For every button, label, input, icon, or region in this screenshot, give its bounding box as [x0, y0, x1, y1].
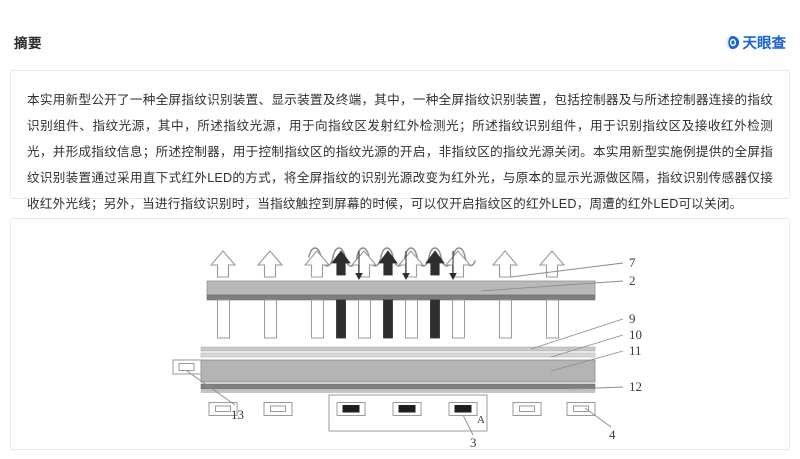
abstract-card: 本实用新型公开了一种全屏指纹识别装置、显示装置及终端，其中，一种全屏指纹识别装置…: [10, 70, 790, 211]
pixel-column-stems-group: [217, 299, 559, 339]
led-unit-off-2: [263, 402, 293, 416]
tianyancha-eye-icon: [725, 35, 739, 49]
callout-7: 7: [629, 255, 636, 270]
led-unit-off-3: [512, 402, 542, 416]
fingerprint-device-cross-section-diagram: 7 2 9 10 11 12 13 3 4 A: [172, 247, 642, 449]
callout-10: 10: [629, 327, 642, 342]
callout-12: 12: [629, 379, 642, 394]
led-unit-off-4: [566, 402, 596, 416]
patent-figure: 7 2 9 10 11 12 13 3 4 A: [11, 219, 789, 449]
infrared-emission-arrows-group: [331, 250, 445, 276]
reflected-light-down-arrows-group: [355, 251, 457, 280]
figure-card: 7 2 9 10 11 12 13 3 4 A: [10, 218, 790, 450]
callout-3: 3: [470, 435, 477, 449]
callout-2: 2: [629, 273, 636, 288]
page-header: 摘要 天眼查: [0, 26, 800, 58]
led-unit-on-1: [336, 402, 366, 416]
callout-4: 4: [609, 427, 616, 442]
brand-name: 天眼查: [742, 35, 787, 52]
callout-13: 13: [231, 407, 244, 422]
led-unit-on-2: [392, 402, 422, 416]
callout-labels-group: 7 2 9 10 11 12 13 3 4 A: [231, 255, 642, 449]
led-array-group: [208, 394, 596, 432]
optical-film-layers-group: [200, 346, 596, 358]
fingerprint-sensor-13: [172, 359, 202, 375]
display-panel-layer-2: [206, 280, 596, 301]
callout-A: A: [477, 414, 485, 426]
callout-11: 11: [629, 343, 642, 358]
light-guide-plate-layer-11: [200, 359, 596, 393]
callout-9: 9: [629, 311, 636, 326]
abstract-body-text: 本实用新型公开了一种全屏指纹识别装置、显示装置及终端，其中，一种全屏指纹识别装置…: [27, 93, 773, 211]
brand-logo[interactable]: 天眼查: [725, 32, 787, 53]
callout-leader-lines-group: [186, 262, 624, 436]
page-title: 摘要: [14, 36, 42, 51]
led-unit-on-3: [448, 402, 478, 416]
active-led-group-box: [328, 394, 488, 432]
